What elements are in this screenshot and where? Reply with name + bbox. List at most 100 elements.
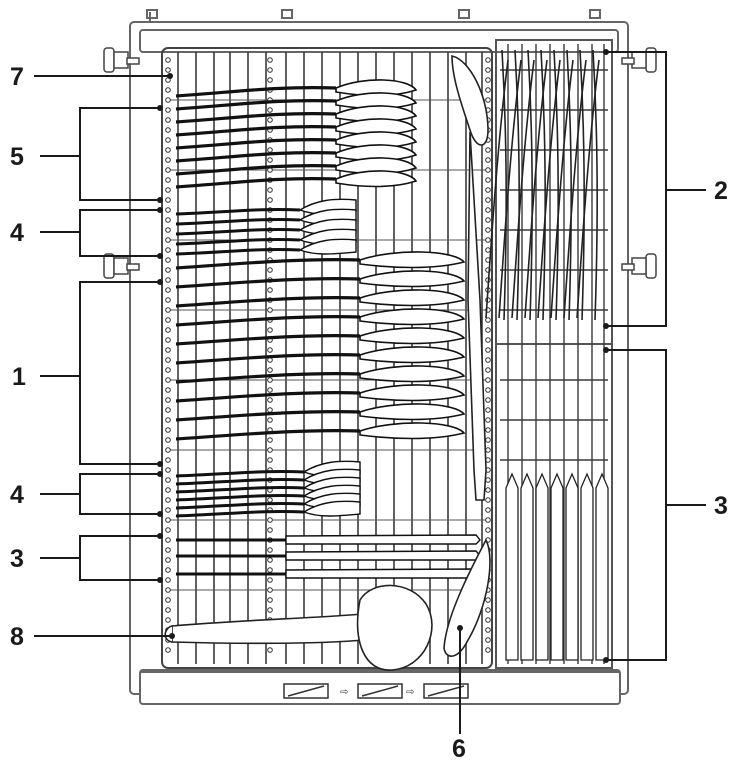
callout-6: 6 (452, 735, 466, 762)
rail-dot (267, 497, 273, 503)
rail-dot (267, 647, 273, 653)
rail-dot (485, 177, 491, 183)
tablespoon-bowl (359, 346, 466, 364)
rail-dot (267, 597, 273, 603)
rail-dot (267, 407, 273, 413)
rail-dot (165, 157, 171, 163)
rack-tine (514, 49, 520, 321)
rail-dot (165, 387, 171, 393)
fork-head (298, 238, 357, 255)
tablespoon-bowl (359, 270, 466, 288)
rail-dot (165, 217, 171, 223)
rail-dot (485, 527, 491, 533)
rail-dot (267, 117, 273, 123)
rail-dot (165, 597, 171, 603)
teaspoon-bowl (335, 144, 418, 162)
rail-dot (165, 67, 171, 73)
rail-dot (165, 97, 171, 103)
rail-dot (485, 397, 491, 403)
rack-finger (505, 472, 519, 661)
rail-dot (485, 57, 491, 63)
rail-dot (165, 497, 171, 503)
rail-dot (485, 337, 491, 343)
rail-dot (165, 117, 171, 123)
knife-blade (285, 568, 481, 579)
rack-finger (580, 472, 594, 661)
rail-dot (485, 317, 491, 323)
rail-dot (267, 187, 273, 193)
rack-tine (563, 59, 587, 319)
rail-dot (165, 577, 171, 583)
tablespoon-bowl (359, 251, 466, 269)
tablespoon-handle (175, 315, 361, 327)
callout-lines (34, 51, 706, 734)
rail-dot (485, 237, 491, 243)
rail-dot (485, 77, 491, 83)
rail-dot (267, 107, 273, 113)
rail-dot (485, 507, 491, 513)
rail-dot (485, 417, 491, 423)
rail-dot (485, 197, 491, 203)
rail-dot (165, 127, 171, 133)
rail-dot (267, 357, 273, 363)
dessert-fork-handle (175, 485, 305, 494)
rail-dot (165, 607, 171, 613)
rail-dot (485, 347, 491, 353)
rack-tine (498, 59, 522, 319)
rail-dot (267, 437, 273, 443)
tablespoon-handle (175, 410, 361, 422)
rack-tine (579, 49, 585, 321)
rail-dot (165, 197, 171, 203)
teaspoon-bowl (335, 131, 418, 149)
tablespoon-handle (175, 391, 361, 403)
rail-dot (165, 87, 171, 93)
rail-dot (165, 147, 171, 153)
rack-tine (553, 49, 559, 321)
rail-dot (267, 517, 273, 523)
rack-tine (566, 49, 572, 321)
rail-dot (485, 647, 491, 653)
rail-dot (165, 557, 171, 563)
rack-tine (524, 59, 548, 319)
rail-dot (485, 607, 491, 613)
rail-dot (165, 357, 171, 363)
rail-dot (165, 437, 171, 443)
rail-dot (267, 67, 273, 73)
rail-dot (267, 567, 273, 573)
fork-handle (175, 207, 301, 216)
teaspoon-handle (175, 86, 337, 98)
rail-dot (165, 507, 171, 513)
rack-finger (550, 472, 564, 661)
rail-dot (485, 407, 491, 413)
teaspoon-bowl (335, 79, 418, 97)
rail-dot (485, 157, 491, 163)
tablespoon-handle (175, 353, 361, 365)
rail-dot (165, 537, 171, 543)
rail-dot (165, 327, 171, 333)
tablespoon-handle (175, 277, 361, 289)
rail-dot (267, 557, 273, 563)
callout-4-upper: 4 (10, 219, 24, 247)
teaspoon-bowl (335, 118, 418, 136)
rack-finger (535, 472, 549, 661)
rail-dot (267, 457, 273, 463)
teaspoon-handle (175, 99, 337, 111)
rail-dot (267, 587, 273, 593)
rail-dot (485, 227, 491, 233)
ladle-item (164, 584, 433, 671)
callout-1: 1 (12, 363, 26, 391)
rail-dot (165, 317, 171, 323)
tablespoon-bowl (359, 422, 466, 440)
callout-8: 8 (10, 623, 24, 651)
rack-tine (537, 59, 561, 319)
rail-dot (165, 137, 171, 143)
rail-dot (165, 467, 171, 473)
rail-dot (485, 627, 491, 633)
rail-dot (267, 577, 273, 583)
serving-spoon-item (443, 55, 491, 657)
rail-dot (165, 57, 171, 63)
side-rollers (103, 47, 657, 279)
callout-3-right: 3 (714, 492, 728, 520)
rail-dot (485, 447, 491, 453)
knife-blade (285, 550, 481, 561)
